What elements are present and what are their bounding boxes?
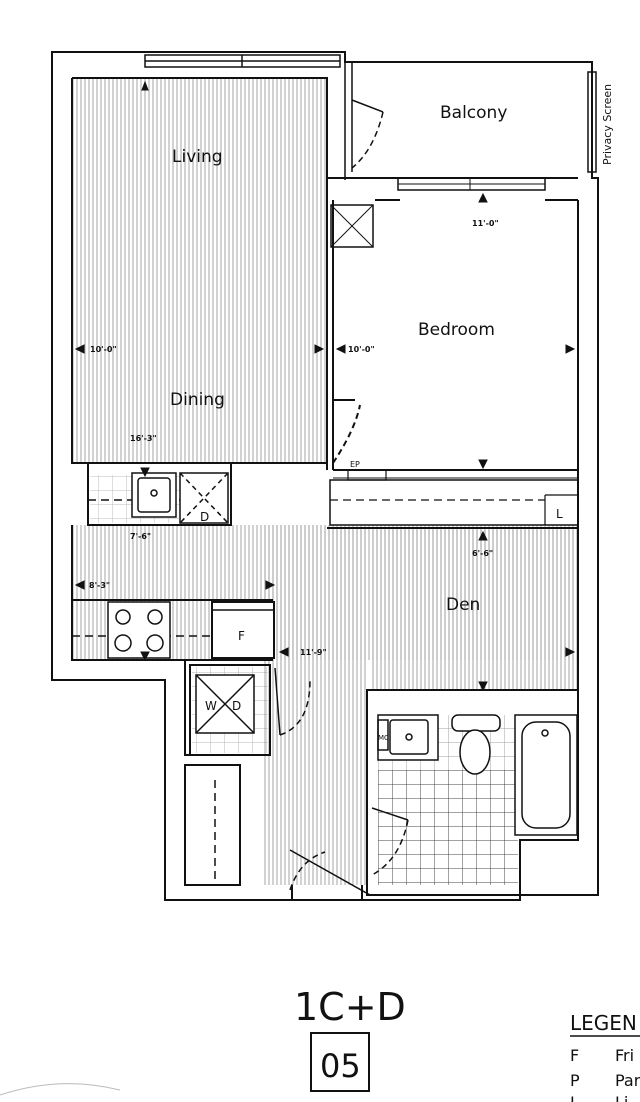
bedroom-walls bbox=[326, 177, 579, 529]
dishwasher-label: D bbox=[200, 510, 209, 524]
dim-kitchen-width: 8'-3" bbox=[89, 581, 110, 590]
dim-kitchen-length: 7'-6" bbox=[130, 532, 151, 541]
paper-mark bbox=[0, 1083, 121, 1096]
kitchen bbox=[71, 462, 275, 661]
room-label-balcony: Balcony bbox=[440, 103, 507, 123]
legend-text: Li bbox=[615, 1093, 628, 1102]
dryer-label: D bbox=[232, 699, 241, 713]
unit-number-box bbox=[310, 1032, 370, 1092]
legend-text: Fri bbox=[615, 1046, 634, 1065]
unit-model: 1C+D bbox=[294, 985, 406, 1029]
fridge-label: F bbox=[238, 629, 245, 643]
entry-door bbox=[289, 849, 371, 900]
balcony bbox=[344, 62, 597, 180]
medicine-cabinet-label: MC bbox=[378, 734, 389, 742]
unit-number: 05 bbox=[320, 1047, 361, 1085]
room-label-den: Den bbox=[446, 595, 480, 615]
washer-label: W bbox=[205, 699, 217, 713]
linen-label: L bbox=[556, 507, 563, 521]
legend-text: Par bbox=[615, 1071, 640, 1090]
legend-key: P bbox=[570, 1071, 580, 1090]
electrical-panel-label: EP bbox=[350, 460, 360, 469]
dim-den-length: 6'-6" bbox=[472, 549, 493, 558]
privacy-screen-label: Privacy Screen bbox=[601, 84, 614, 165]
room-label-living: Living bbox=[172, 147, 223, 167]
legend-key: F bbox=[570, 1046, 579, 1065]
dim-living-width: 10'-0" bbox=[90, 345, 117, 354]
room-label-bedroom: Bedroom bbox=[418, 320, 495, 340]
living-window bbox=[144, 54, 341, 68]
floor-hatching bbox=[72, 78, 577, 885]
room-label-dining: Dining bbox=[170, 390, 225, 410]
dimension-arrows bbox=[74, 80, 576, 692]
dim-living-length: 16'-3" bbox=[130, 434, 157, 443]
legend-heading: LEGEN bbox=[570, 1011, 637, 1035]
entry-closet bbox=[184, 764, 241, 886]
dim-bedroom-width: 10'-0" bbox=[348, 345, 375, 354]
laundry bbox=[189, 664, 311, 756]
bathroom bbox=[366, 689, 579, 896]
dim-den-width: 11'-9" bbox=[300, 648, 327, 657]
legend-key: L bbox=[570, 1093, 579, 1102]
dim-bedroom-length: 11'-0" bbox=[472, 219, 499, 228]
